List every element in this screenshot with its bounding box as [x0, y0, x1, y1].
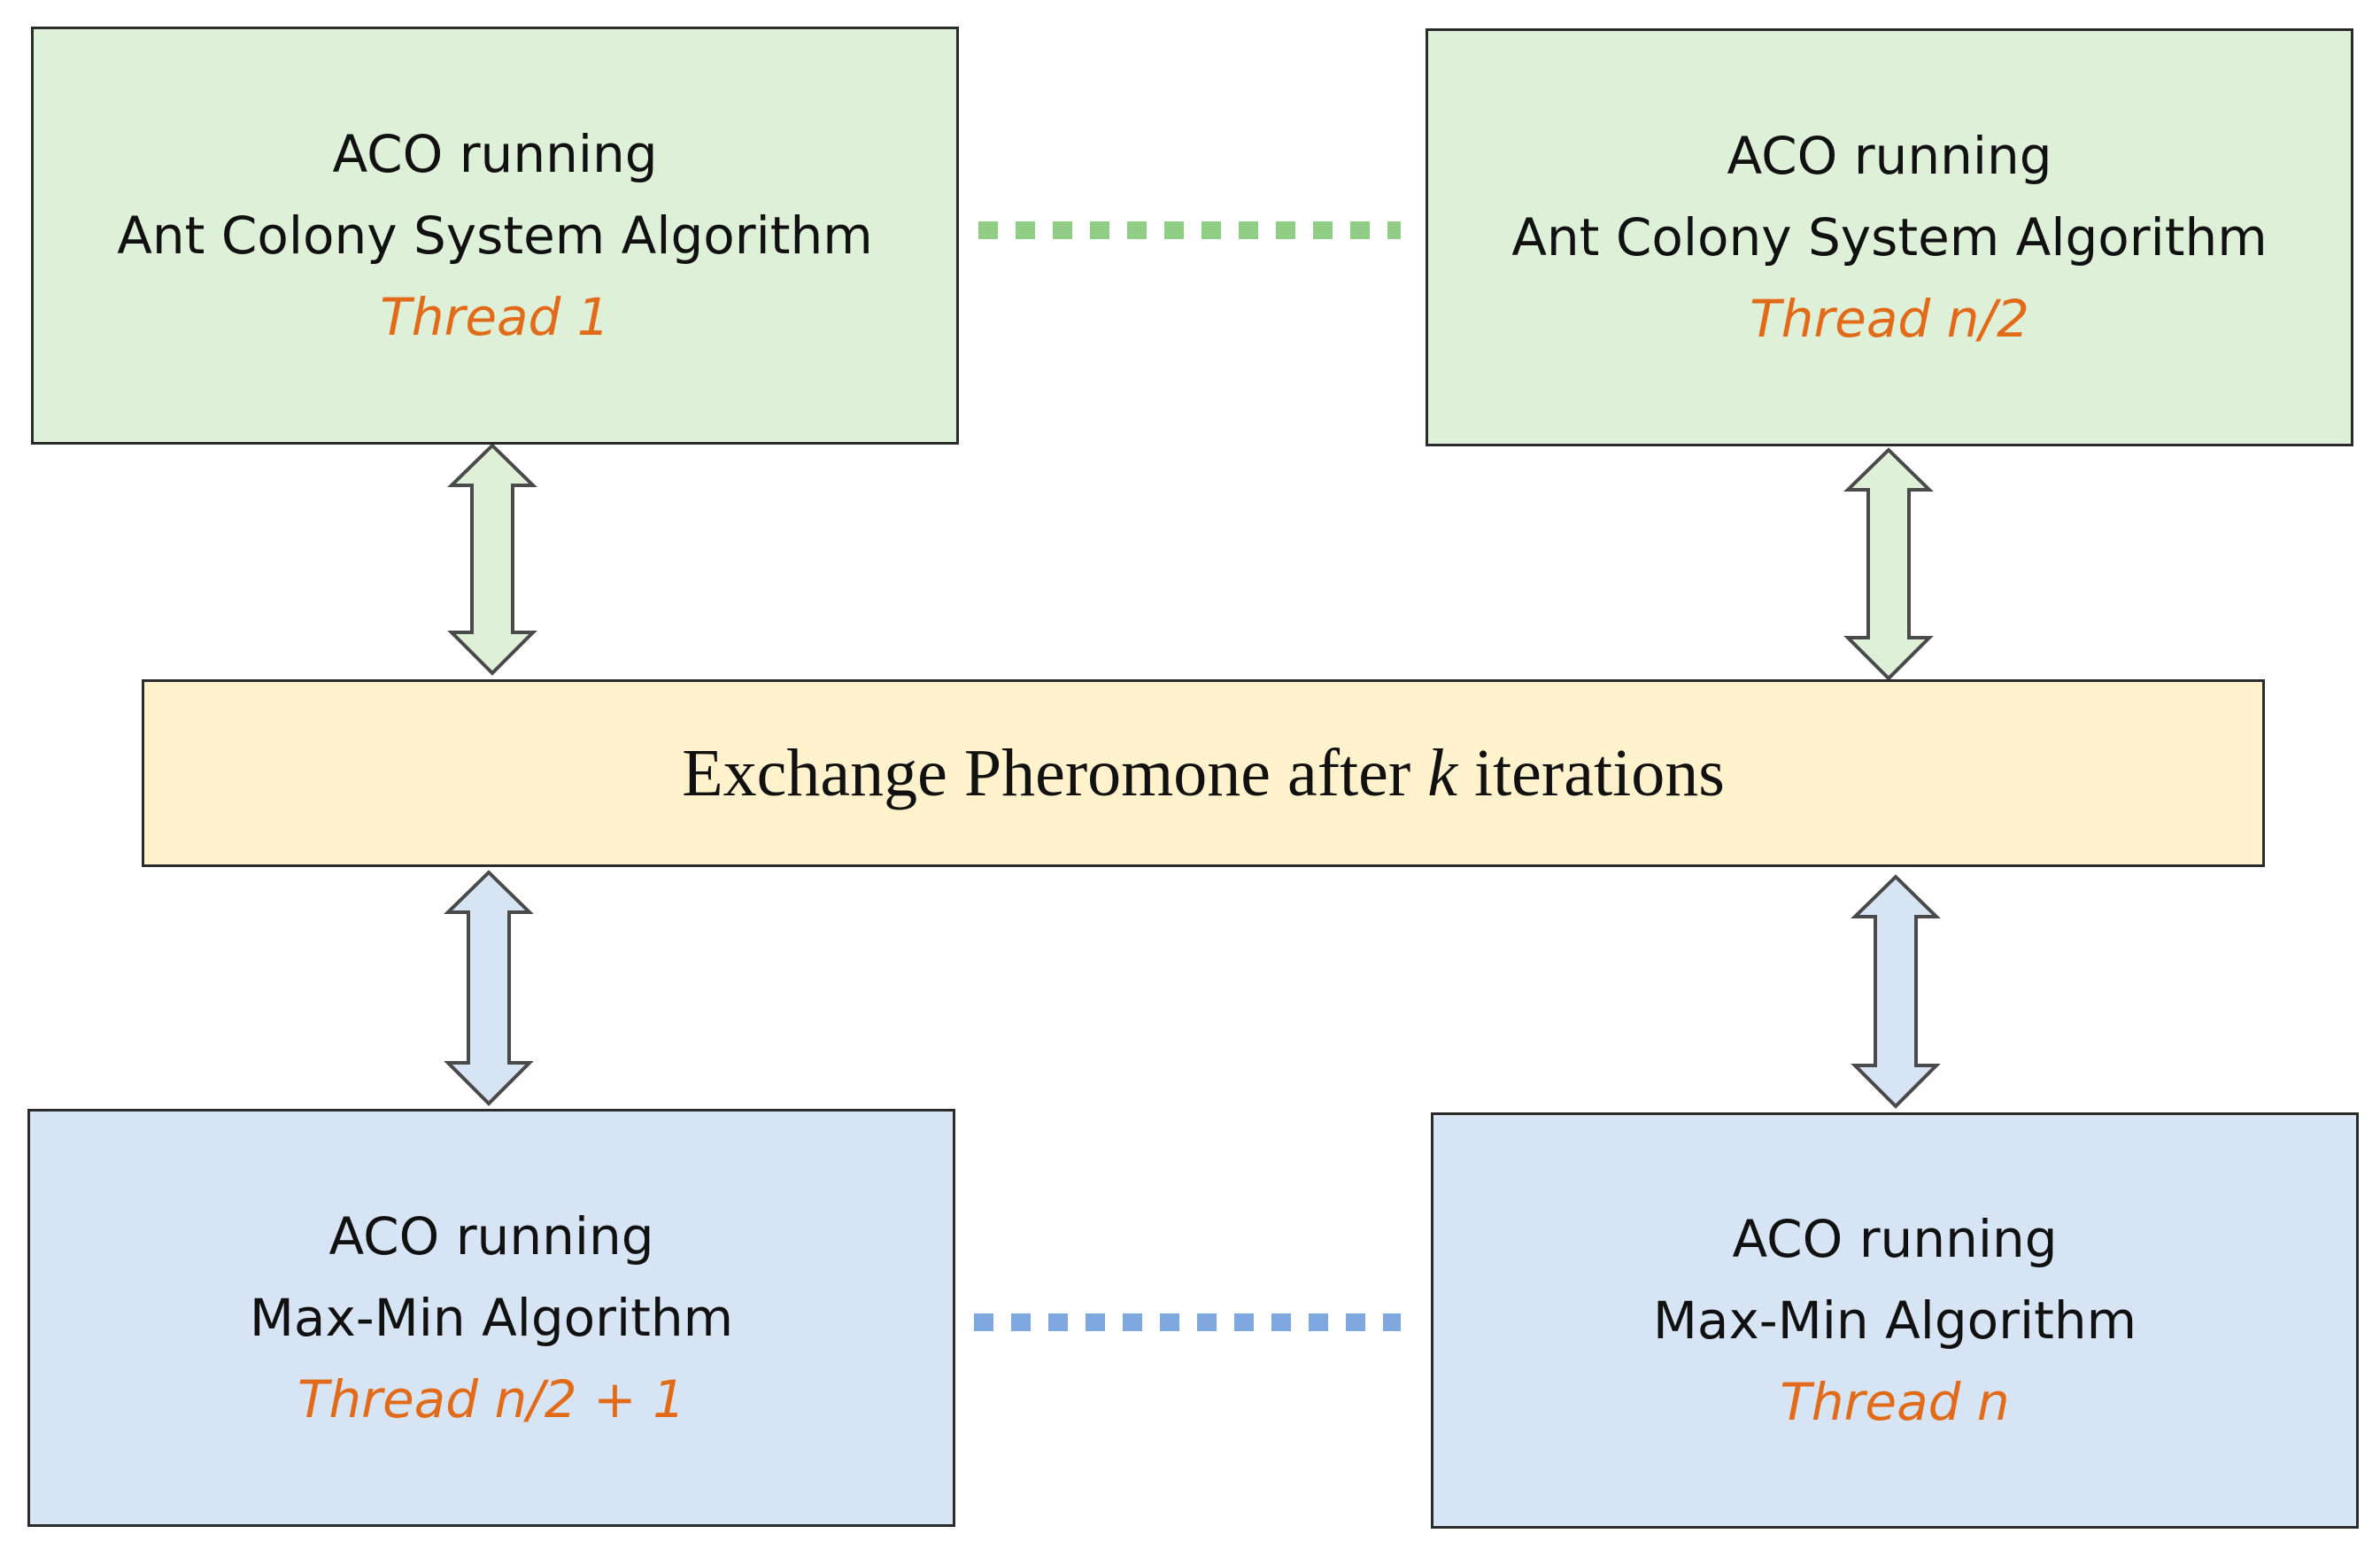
box-line-2: Ant Colony System Algorithm	[1511, 207, 2268, 267]
box-line-1: ACO running	[1727, 126, 2052, 186]
box-thread-label: Thread n/2	[1750, 289, 2029, 349]
box-line-2: Ant Colony System Algorithm	[117, 205, 873, 266]
double-arrow-bottom-left	[444, 870, 534, 1106]
box-line-1: ACO running	[328, 1206, 654, 1267]
exchange-variable: k	[1427, 735, 1457, 810]
thread-box-acs-1: ACO running Ant Colony System Algorithm …	[31, 27, 959, 445]
exchange-prefix: Exchange Pheromone after	[682, 735, 1428, 810]
box-thread-label: Thread 1	[380, 287, 610, 347]
box-line-2: Max-Min Algorithm	[1652, 1290, 2137, 1351]
double-arrow-top-right	[1843, 447, 1934, 681]
box-line-1: ACO running	[332, 124, 658, 184]
thread-box-acs-n-half: ACO running Ant Colony System Algorithm …	[1426, 28, 2353, 446]
box-thread-label: Thread n/2 + 1	[297, 1369, 686, 1429]
exchange-suffix: iterations	[1457, 735, 1725, 810]
thread-box-maxmin-n: ACO running Max-Min Algorithm Thread n	[1431, 1112, 2359, 1529]
box-thread-label: Thread n	[1780, 1372, 2010, 1432]
box-line-1: ACO running	[1732, 1209, 2058, 1269]
double-arrow-top-left	[447, 443, 537, 676]
exchange-label: Exchange Pheromone after k iterations	[682, 735, 1725, 812]
exchange-pheromone-box: Exchange Pheromone after k iterations	[142, 679, 2265, 867]
double-arrow-bottom-right	[1851, 874, 1941, 1109]
thread-box-maxmin-n-half-plus-1: ACO running Max-Min Algorithm Thread n/2…	[27, 1109, 955, 1527]
box-line-2: Max-Min Algorithm	[249, 1288, 734, 1348]
